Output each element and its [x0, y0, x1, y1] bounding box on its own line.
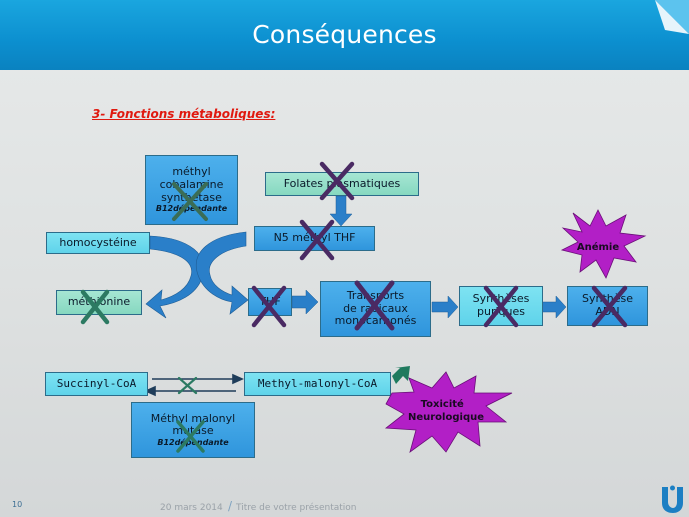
page-curl-icon [655, 0, 689, 34]
university-logo-icon [662, 485, 683, 513]
succinyl-coa-box: Succinyl-CoA [45, 372, 148, 396]
cross-thf-icon [251, 285, 287, 328]
homocysteine-label: homocystéine [59, 235, 137, 249]
synth-line-1: Synthèses [472, 292, 530, 306]
cross-transports-icon [354, 280, 395, 331]
mmm-note: B12dépendante [157, 438, 229, 448]
homocysteine-box: homocystéine [46, 232, 150, 254]
cross-n5-icon [299, 219, 335, 261]
methyl-malonyl-mutase-box: Méthyl malonyl mutase B12dépendante [131, 402, 255, 458]
title-bar: Conséquences [0, 0, 689, 70]
teal-up-arrow [392, 366, 410, 384]
arrow-thf-transports [291, 289, 319, 315]
footer-presentation-title: Titre de votre présentation [236, 503, 357, 513]
slide-title: Conséquences [252, 20, 437, 49]
section-heading: 3- Fonctions métaboliques: [92, 107, 276, 121]
svg-text:Toxicité Neurologique: Toxicité Neurologique [408, 398, 484, 423]
page-number: 10 [12, 500, 23, 509]
methyl-malonyl-coa-box: Methyl-malonyl-CoA [244, 372, 391, 396]
cross-arrows-icon [177, 376, 198, 395]
methyl-malonyl-coa-label: Methyl-malonyl-CoA [257, 376, 378, 390]
toxicite-burst [384, 371, 513, 453]
arrow-synth-adn [541, 295, 567, 319]
cross-methionine-icon [80, 289, 110, 325]
transports-line-3: monocarbonés [334, 314, 417, 328]
arrow-folates-n5 [329, 195, 353, 227]
cross-synth-icon [483, 285, 519, 328]
cross-adn-icon [591, 285, 628, 328]
synth-line-2: puriques [477, 305, 525, 318]
footer-date: 20 mars 2014 [160, 503, 223, 513]
anemie-text: Anémie [577, 241, 619, 253]
swoosh-right-arrow [196, 231, 249, 315]
cross-folates-icon [319, 161, 355, 201]
methyl-cobalamine-synthetase-box: méthyl cobalamine synthétase B12dépendan… [145, 155, 238, 225]
succinyl-label: Succinyl-CoA [56, 376, 137, 390]
arrow-transports-synth [431, 295, 459, 319]
syntheses-puriques-box: Synthèses puriques [459, 286, 543, 326]
toxicite-line-1: Toxicité [421, 398, 464, 410]
cross-mutase-icon [176, 420, 205, 453]
mcs-note: B12dépendante [155, 204, 228, 214]
footer-separator: / [228, 499, 233, 513]
toxicite-line-2: Neurologique [408, 412, 484, 423]
anemie-burst [560, 209, 647, 279]
transports-line-1: Transports [346, 289, 405, 303]
mcs-line-1: méthyl [172, 165, 211, 179]
mmm-line-1: Méthyl malonyl [150, 411, 236, 425]
cross-mcs-icon [172, 182, 208, 221]
folates-label: Folates plasmatiques [283, 176, 401, 190]
